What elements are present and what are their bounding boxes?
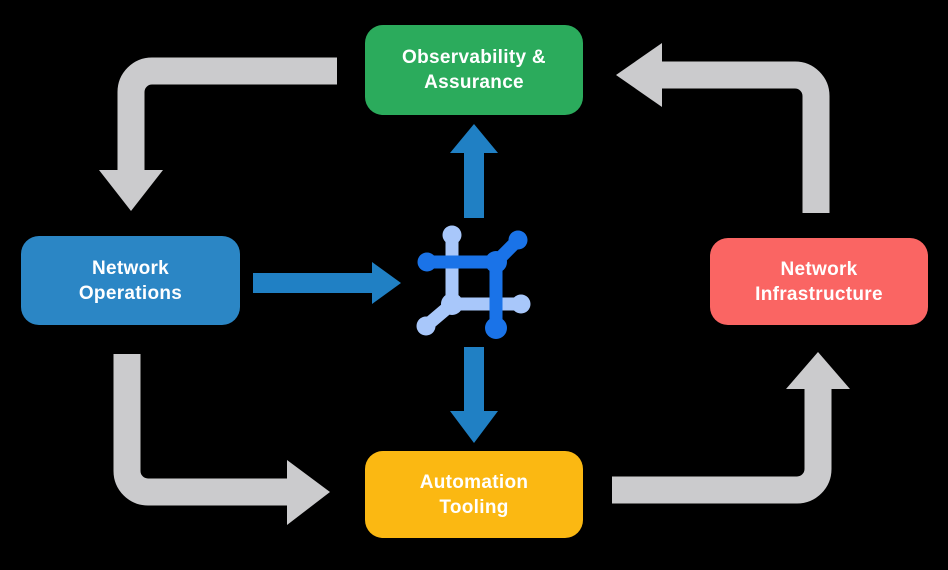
network-topology-icon: [416, 225, 531, 339]
node-observability-assurance: Observability & Assurance: [365, 25, 583, 115]
icon-node: [416, 316, 436, 336]
arrow-operations-to-automation: [113, 354, 330, 525]
arrow-head: [372, 262, 401, 304]
arrow-operations-to-center: [253, 262, 401, 304]
icon-node: [485, 317, 507, 339]
node-label-line: Infrastructure: [755, 283, 883, 305]
icon-node: [441, 293, 463, 315]
node-label-line: Observability &: [402, 47, 546, 68]
node-label-line: Network: [780, 258, 858, 280]
node-network-infrastructure: Network Infrastructure: [710, 238, 928, 325]
arrow-head: [287, 460, 330, 525]
icon-node: [511, 294, 531, 314]
node-label-line: Assurance: [424, 72, 524, 93]
icon-node: [417, 252, 437, 272]
arrow-infrastructure-to-observability: [616, 43, 830, 213]
node-label-line: Automation: [419, 471, 529, 493]
node-label-line: Operations: [78, 282, 183, 304]
node-automation-tooling: Automation Tooling: [365, 451, 583, 538]
arrow-head: [786, 352, 850, 389]
icon-node: [485, 251, 507, 273]
arrow-shaft: [113, 354, 288, 506]
arrow-observability-to-operations: [99, 57, 337, 211]
arrow-automation-to-infrastructure: [612, 352, 850, 504]
arrow-shaft: [612, 388, 832, 504]
node-label-line: Network: [91, 257, 170, 279]
icon-node: [442, 225, 462, 245]
node-network-operations: Network Operations: [21, 236, 240, 325]
arrow-center-to-observability: [450, 124, 498, 218]
icon-node: [508, 230, 528, 250]
arrow-head: [450, 124, 498, 153]
arrow-head: [616, 43, 662, 107]
arrow-head: [99, 170, 163, 211]
arrow-head: [450, 411, 498, 443]
arrow-center-to-automation: [450, 347, 498, 443]
node-label-line: Tooling: [439, 496, 509, 518]
arrow-shaft: [661, 61, 830, 213]
arrow-shaft: [117, 57, 337, 171]
